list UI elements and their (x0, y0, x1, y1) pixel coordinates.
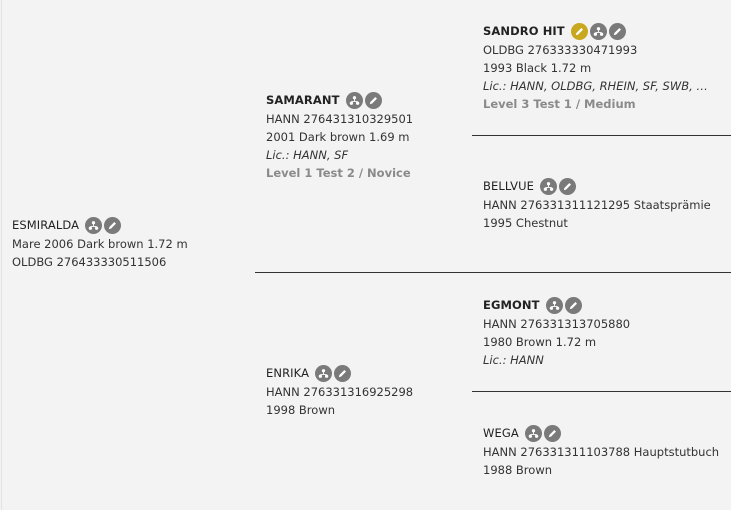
divider (472, 391, 731, 392)
horse-licenses: Lic.: HANN, SF (266, 148, 349, 162)
horse-registration: HANN 276331313705880 (483, 317, 631, 331)
pencil-edit-icon[interactable] (558, 177, 576, 195)
horse-details: 1993 Black 1.72 m (483, 61, 592, 75)
pencil-edit-icon[interactable] (334, 364, 352, 382)
horse-registration: HANN 276431310329501 (266, 112, 414, 126)
horse-licenses: Lic.: HANN (483, 353, 544, 367)
divider (255, 272, 731, 273)
horse-details: 1980 Brown 1.72 m (483, 335, 597, 349)
horse-name[interactable]: WEGA (483, 426, 519, 440)
horse-registration: HANN 276331311103788 Hauptstutbuch (483, 445, 720, 459)
pencil-edit-icon[interactable] (364, 91, 382, 109)
horse-name[interactable]: SANDRO HIT (483, 24, 565, 38)
pedigree-tree-icon[interactable] (545, 296, 563, 314)
horse-licenses: Lic.: HANN, OLDBG, RHEIN, SF, SWB, WEST.… (483, 79, 713, 93)
horse-details: 1998 Brown (266, 403, 336, 417)
pedigree-tree-icon[interactable] (315, 364, 333, 382)
pencil-edit-icon[interactable] (608, 22, 626, 40)
pencil-edit-icon[interactable] (104, 216, 122, 234)
horse-card-sandro-hit: SANDRO HIT OLDBG 276333330471993 1993 Bl… (483, 21, 713, 113)
pedigree-tree-icon[interactable] (524, 424, 542, 442)
pedigree-tree-icon[interactable] (589, 22, 607, 40)
horse-card-esmiralda: ESMIRALDA Mare 2006 Dark brown 1.72 m OL… (12, 215, 188, 271)
horse-name[interactable]: ESMIRALDA (12, 218, 80, 232)
horse-card-egmont: EGMONT HANN 276331313705880 1980 Brown 1… (483, 295, 630, 369)
divider (472, 135, 731, 136)
horse-name[interactable]: BELLVUE (483, 179, 534, 193)
horse-name[interactable]: EGMONT (483, 298, 540, 312)
pedigree-tree-icon[interactable] (539, 177, 557, 195)
pedigree-tree-icon[interactable] (85, 216, 103, 234)
horse-name[interactable]: SAMARANT (266, 93, 340, 107)
horse-card-enrika: ENRIKA HANN 276331316925298 1998 Brown (266, 363, 413, 419)
pencil-edit-icon[interactable] (564, 296, 582, 314)
horse-registration: OLDBG 276433330511506 (12, 255, 167, 269)
horse-level: Level 3 Test 1 / Medium (483, 97, 636, 111)
horse-registration: OLDBG 276333330471993 (483, 43, 638, 57)
pencil-gold-icon[interactable] (570, 22, 588, 40)
horse-card-wega: WEGA HANN 276331311103788 Hauptstutbuch … (483, 423, 719, 479)
horse-name[interactable]: ENRIKA (266, 366, 310, 380)
horse-details: 1988 Brown (483, 463, 553, 477)
pencil-edit-icon[interactable] (543, 424, 561, 442)
horse-details: 1995 Chestnut (483, 216, 568, 230)
horse-details: Mare 2006 Dark brown 1.72 m (12, 237, 188, 251)
horse-level: Level 1 Test 2 / Novice (266, 166, 411, 180)
pedigree-tree-icon[interactable] (345, 91, 363, 109)
horse-details: 2001 Dark brown 1.69 m (266, 130, 410, 144)
horse-card-bellvue: BELLVUE HANN 276331311121295 Staatsprämi… (483, 176, 711, 232)
horse-registration: HANN 276331316925298 (266, 385, 414, 399)
horse-registration: HANN 276331311121295 Staatsprämie (483, 198, 711, 212)
horse-card-samarant: SAMARANT HANN 276431310329501 2001 Dark … (266, 90, 413, 182)
